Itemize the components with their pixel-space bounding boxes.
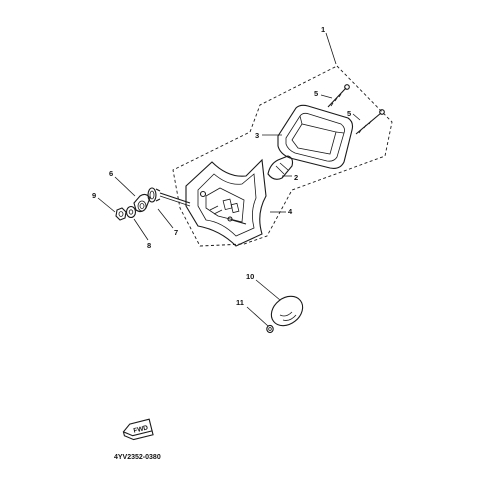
leader-line-6 <box>114 176 136 197</box>
leader-line-10 <box>255 279 281 301</box>
screw-part-5a <box>327 84 350 108</box>
callout-5b: 5 <box>347 109 351 118</box>
leader-line-5b <box>352 113 361 121</box>
callout-6: 6 <box>109 169 113 178</box>
leader-line-8 <box>133 218 149 241</box>
leader-line-7 <box>157 208 174 229</box>
lens-part-3 <box>277 104 354 169</box>
leader-line-11 <box>246 306 269 327</box>
housing-part-4 <box>185 158 267 247</box>
bulb-part-2 <box>267 155 294 180</box>
wire-lead <box>159 192 191 207</box>
callout-8: 8 <box>147 241 151 250</box>
fwd-stamp-text: FWD <box>133 424 149 434</box>
callout-3: 3 <box>255 131 259 140</box>
leader-line-5a <box>320 94 333 99</box>
callout-7: 7 <box>174 228 178 237</box>
screw-part-5b <box>355 109 385 135</box>
callout-2: 2 <box>294 173 298 182</box>
diagram-code: 4YV2352-0380 <box>114 454 161 461</box>
callout-11: 11 <box>236 298 244 307</box>
washer-part-8 <box>125 205 137 219</box>
callout-5a: 5 <box>314 89 318 98</box>
grommet-part-7 <box>147 187 161 203</box>
collar-part-6 <box>133 193 151 213</box>
callout-9: 9 <box>92 191 96 200</box>
fwd-stamp: FWD <box>122 418 154 441</box>
nut-part-9 <box>115 207 127 221</box>
assembly-boundary <box>172 65 393 247</box>
fastener-part-11 <box>266 324 274 334</box>
leader-line-9 <box>97 197 116 213</box>
callout-10: 10 <box>246 272 254 281</box>
callout-4: 4 <box>288 207 293 216</box>
reflector-part-10 <box>270 295 304 327</box>
leader-line-1 <box>325 32 337 65</box>
callout-1: 1 <box>321 25 325 34</box>
